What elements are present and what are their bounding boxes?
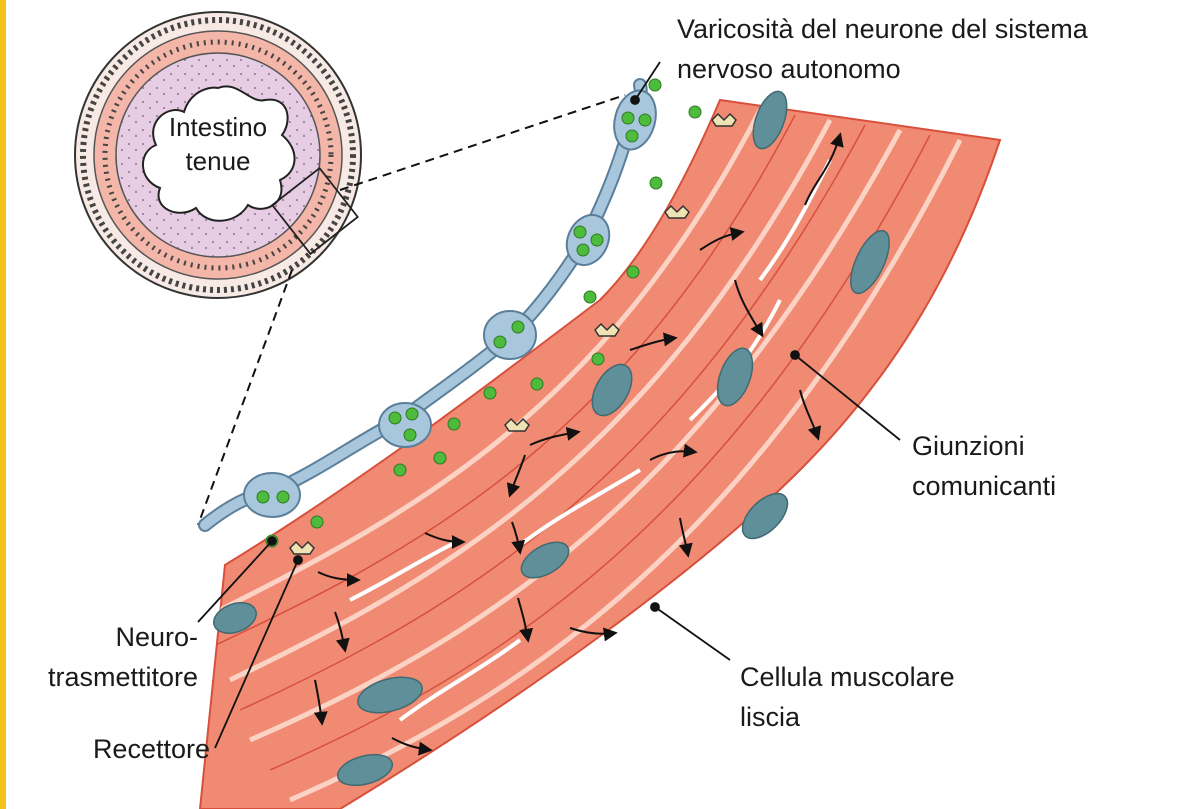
varicosity <box>244 473 300 517</box>
varicosity <box>379 403 431 447</box>
neurotransmitter-label-line1: Neuro- <box>115 622 198 652</box>
vesicle-icon <box>649 79 661 91</box>
vesicle-icon <box>404 429 416 441</box>
varicosity-label-line1: Varicosità del neurone del sistema <box>677 14 1089 44</box>
vesicle-icon <box>626 130 638 142</box>
receptor-label: Recettore <box>93 734 210 764</box>
organ-label-line1: Intestino <box>169 112 267 142</box>
vesicle-icon <box>531 378 543 390</box>
vesicle-icon <box>592 353 604 365</box>
vesicle-icon <box>512 321 524 333</box>
muscle-cell-label-line2: liscia <box>740 702 801 732</box>
vesicle-icon <box>434 452 446 464</box>
vesicle-icon <box>584 291 596 303</box>
vesicle-icon <box>277 491 289 503</box>
vesicle-icon <box>639 114 651 126</box>
vesicle-icon <box>577 244 589 256</box>
vesicle-icon <box>574 226 586 238</box>
vesicle-icon <box>311 516 323 528</box>
intestine-cross-section: Intestino tenue <box>75 12 361 298</box>
vesicle-icon <box>494 336 506 348</box>
neurotransmitter-label-line2: trasmettitore <box>48 662 198 692</box>
vesicle-icon <box>389 412 401 424</box>
vesicle-icon <box>627 266 639 278</box>
vesicle-icon <box>689 106 701 118</box>
varicosity <box>484 311 536 359</box>
vesicle-icon <box>484 387 496 399</box>
muscle-cell-label-line1: Cellula muscolare <box>740 662 955 692</box>
vesicle-icon <box>394 464 406 476</box>
organ-label-line2: tenue <box>185 146 250 176</box>
gap-junction-label-line2: comunicanti <box>912 471 1056 501</box>
accent-bar <box>0 0 6 809</box>
vesicle-icon <box>650 177 662 189</box>
zoom-line-top <box>340 95 625 190</box>
vesicle-icon <box>622 112 634 124</box>
vesicle-icon <box>448 418 460 430</box>
vesicle-icon <box>406 408 418 420</box>
vesicle-icon <box>257 491 269 503</box>
varicosity-label-line2: nervoso autonomo <box>677 54 901 84</box>
vesicle-icon <box>591 234 603 246</box>
gap-junction-label-line1: Giunzioni <box>912 431 1025 461</box>
